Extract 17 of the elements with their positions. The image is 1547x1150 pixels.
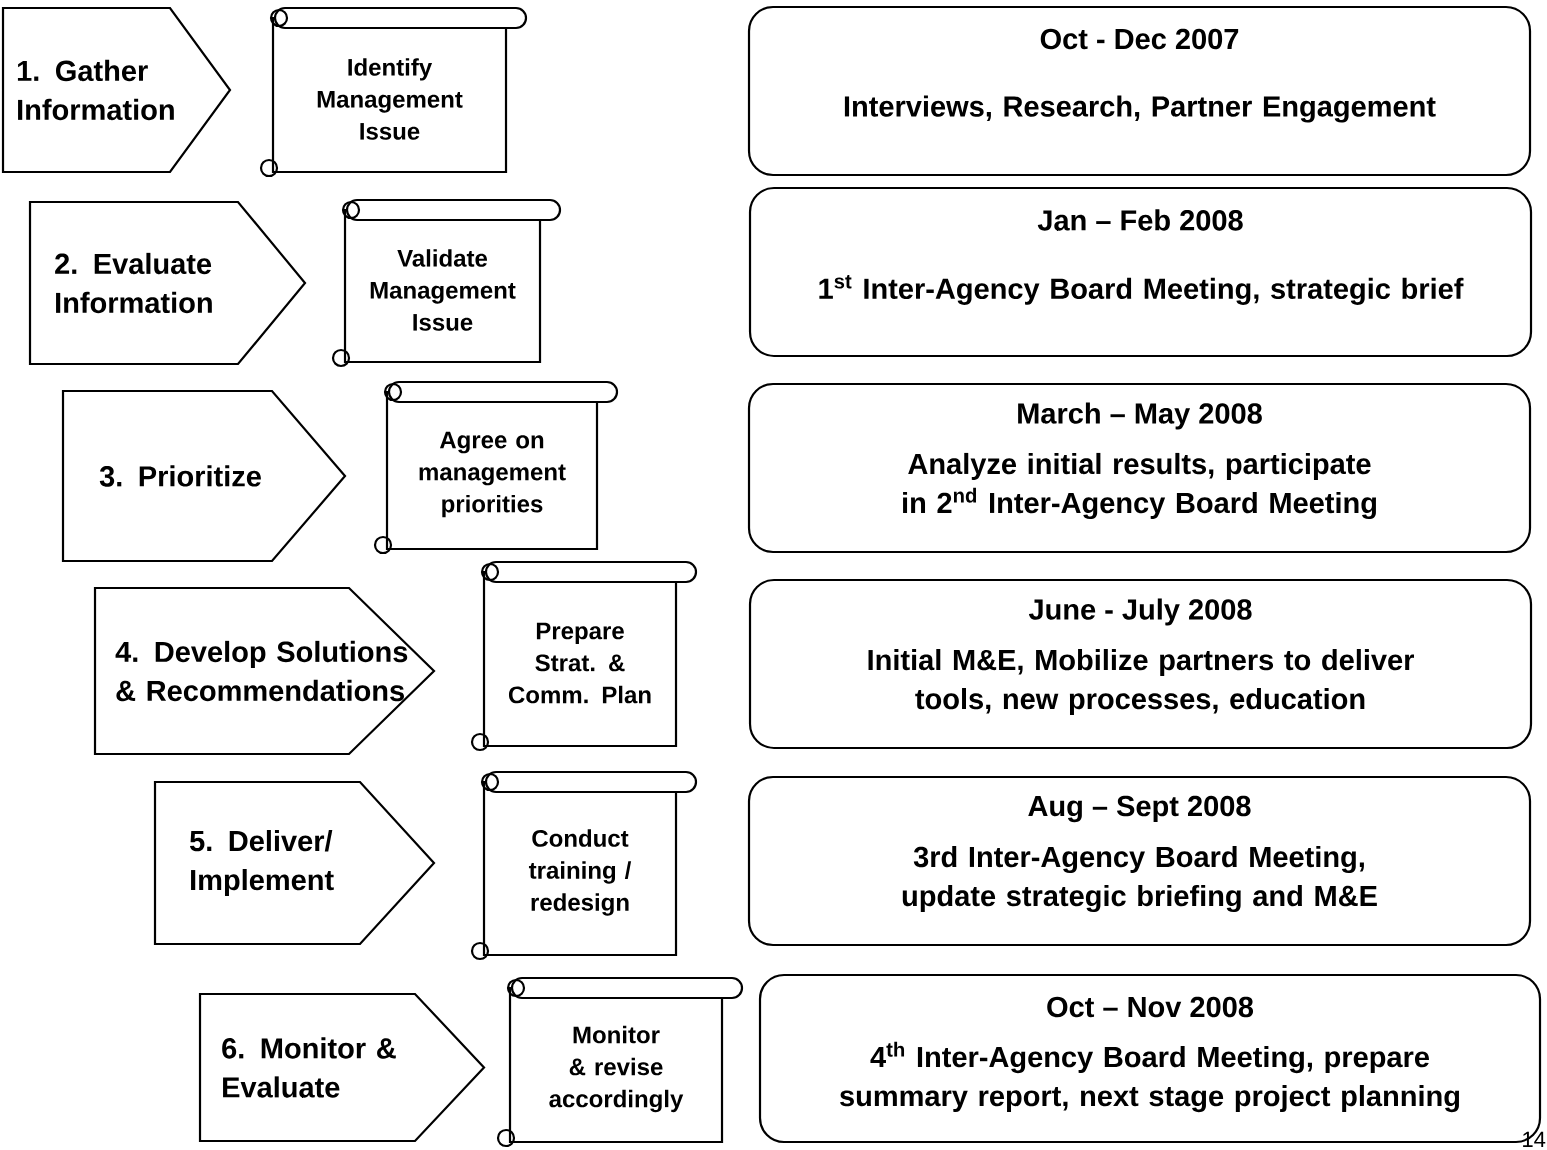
scroll-box: Validate Management Issue [331,198,562,368]
timeline-box: Oct - Dec 2007 Interviews, Research, Partner Engagement [747,5,1532,177]
scroll-box: Monitor & revise accordingly [496,976,744,1148]
scroll-box: Agree on management priorities [373,380,619,555]
arrow-step-box: 1. Gather Information [1,6,232,174]
arrow-step-box: 2. Evaluate Information [28,200,307,366]
timeline-box: Aug – Sept 2008 3rd Inter-Agency Board Meeting, update strategic briefing and M&E [747,775,1532,947]
arrow-step-box: 3. Prioritize [61,389,347,563]
scroll-box: Prepare Strat. & Comm. Plan [470,560,698,752]
timeline-box: March – May 2008 Analyze initial results, participate in 2$^{nd}$ Inter-Agency Board Meeting [747,382,1532,554]
scroll-box: Identify Management Issue [259,6,528,178]
arrow-step-box: 4. Develop Solutions & Recommendations [93,586,436,756]
arrow-step-box: 5. Deliver/ Implement [153,780,436,946]
timeline-box: June - July 2008 Initial M&E, Mobilize partners to deliver tools, new processes, education [748,578,1533,750]
scroll-box: Conduct training / redesign [470,770,698,961]
arrow-step-box: 6. Monitor & Evaluate [198,992,486,1143]
timeline-box: Jan – Feb 2008 1$^{st}$ Inter-Agency Board Meeting, strategic brief [748,186,1533,358]
